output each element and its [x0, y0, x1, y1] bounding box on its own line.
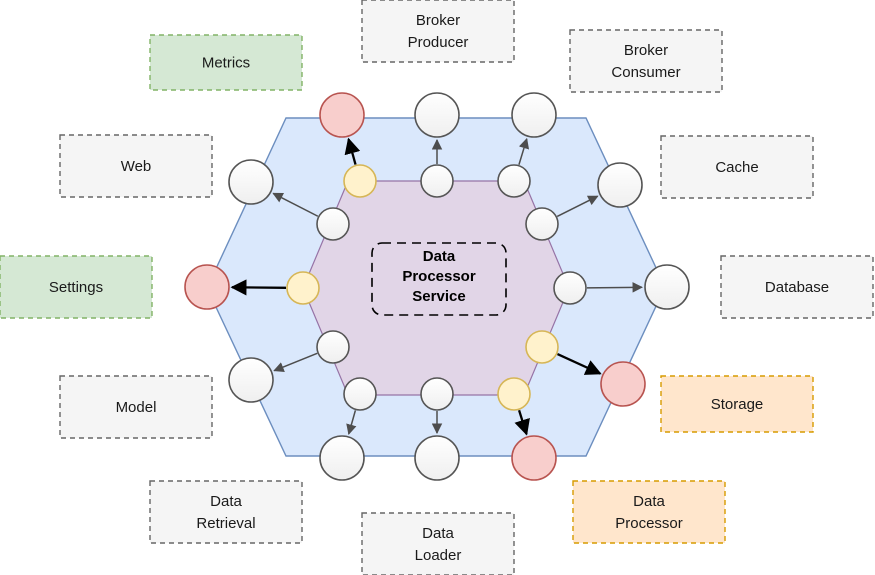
adapter-box-outline-broker-producer	[361, 0, 515, 63]
port-node-inner-right-lower-yellow[interactable]	[525, 330, 559, 364]
center-label-line3: Service	[412, 288, 465, 305]
port-node-inner-bottom-left[interactable]	[343, 377, 377, 411]
port-node-outer-bottom-mid[interactable]	[414, 435, 460, 481]
adapter-label-data-loader: Loader	[415, 547, 462, 564]
adapter-box-database[interactable]: Database	[720, 255, 874, 319]
adapter-label-data-retrieval: Data	[210, 493, 242, 510]
port-node-inner-bottom-right-yellow[interactable]	[497, 377, 531, 411]
port-node-inner-right-upper[interactable]	[525, 207, 559, 241]
adapter-box-outline-storage	[660, 375, 814, 433]
adapter-box-metrics[interactable]: Metrics	[149, 34, 303, 91]
port-node-outer-right-mid[interactable]	[644, 264, 690, 310]
port-node-outer-top-left-red[interactable]	[319, 92, 365, 138]
port-node-outer-top-mid[interactable]	[414, 92, 460, 138]
edge-metrics	[344, 137, 361, 165]
adapter-label-data-loader: Data	[422, 525, 454, 542]
edge-data-retrieval	[346, 410, 357, 435]
port-node-outer-right-lower-red[interactable]	[600, 361, 646, 407]
edge-broker-consumer	[518, 137, 530, 165]
center-label-line1: Data	[423, 248, 456, 265]
edge-storage	[556, 353, 602, 375]
adapter-box-settings[interactable]: Settings	[0, 255, 153, 319]
adapter-label-broker-consumer: Consumer	[611, 64, 680, 81]
center-box-outline	[371, 242, 507, 316]
adapter-label-cache: Cache	[715, 159, 758, 176]
edge-web	[272, 192, 319, 217]
port-node-inner-left-upper[interactable]	[316, 207, 350, 241]
adapter-label-broker-producer: Broker	[416, 12, 460, 29]
adapter-label-settings: Settings	[49, 279, 103, 296]
port-node-inner-left-lower[interactable]	[316, 330, 350, 364]
port-node-outer-bottom-right-red[interactable]	[511, 435, 557, 481]
adapter-label-broker-producer: Producer	[408, 34, 469, 51]
port-node-outer-left-lower[interactable]	[228, 357, 274, 403]
adapter-label-web: Web	[121, 158, 152, 175]
port-node-outer-bottom-left[interactable]	[319, 435, 365, 481]
center-label-line2: Processor	[402, 268, 476, 285]
edge-cache	[556, 195, 599, 218]
adapter-label-database: Database	[765, 279, 829, 296]
adapter-label-data-processor: Processor	[615, 515, 683, 532]
adapter-box-model[interactable]: Model	[59, 375, 213, 439]
edge-data-processor	[514, 409, 530, 436]
port-node-inner-bottom-mid[interactable]	[420, 377, 454, 411]
port-node-inner-right-mid[interactable]	[553, 271, 587, 305]
adapter-label-data-retrieval: Retrieval	[196, 515, 255, 532]
adapter-label-broker-consumer: Broker	[624, 42, 668, 59]
edge-model	[273, 352, 318, 373]
adapter-box-outline-web	[59, 134, 213, 198]
adapter-label-model: Model	[116, 399, 157, 416]
port-node-inner-top-mid[interactable]	[420, 164, 454, 198]
edge-settings	[230, 279, 287, 296]
center-service-box: Data Processor Service	[371, 242, 507, 316]
port-node-outer-left-red[interactable]	[184, 264, 230, 310]
adapter-box-outline-metrics	[149, 34, 303, 91]
adapter-box-storage[interactable]: Storage	[660, 375, 814, 433]
adapter-box-outline-broker-consumer	[569, 29, 723, 93]
adapter-box-web[interactable]: Web	[59, 134, 213, 198]
adapter-box-outline-model	[59, 375, 213, 439]
port-node-inner-left-yellow[interactable]	[286, 271, 320, 305]
adapter-box-outline-data-processor	[572, 480, 726, 544]
port-node-outer-top-right[interactable]	[511, 92, 557, 138]
adapter-label-data-processor: Data	[633, 493, 665, 510]
adapter-box-outline-settings	[0, 255, 153, 319]
adapter-label-metrics: Metrics	[202, 55, 250, 72]
port-node-outer-left-upper[interactable]	[228, 159, 274, 205]
port-node-inner-top-left-yellow[interactable]	[343, 164, 377, 198]
adapter-label-storage: Storage	[711, 396, 764, 413]
port-node-outer-right-upper[interactable]	[597, 162, 643, 208]
edge-layer	[230, 137, 644, 436]
port-node-inner-top-right[interactable]	[497, 164, 531, 198]
edge-database	[586, 282, 644, 293]
port-node-layer	[184, 92, 690, 481]
adapter-box-outline-data-loader	[361, 512, 515, 575]
adapter-box-outline-database	[720, 255, 874, 319]
adapter-box-cache[interactable]: Cache	[660, 135, 814, 199]
adapter-box-outline-data-retrieval	[149, 480, 303, 544]
adapter-box-outline-cache	[660, 135, 814, 199]
